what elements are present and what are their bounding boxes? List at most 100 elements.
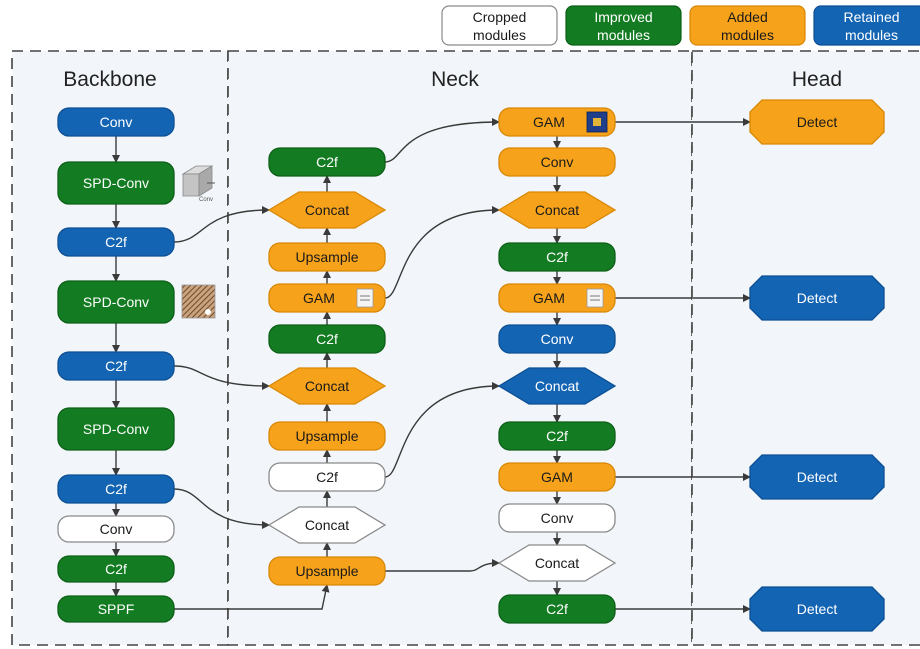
- module-shape: [57, 107, 175, 137]
- node-bb-spd2: SPD-Conv: [57, 280, 175, 324]
- node-nr-c2f2: C2f: [498, 421, 616, 451]
- module-shape: [498, 503, 616, 533]
- legend-label: modules: [597, 27, 650, 43]
- module-shape: [57, 351, 175, 381]
- legend-label: modules: [721, 27, 774, 43]
- node-label: C2f: [316, 469, 338, 485]
- detect-shape: [749, 454, 885, 500]
- conv-cube-icon: Conv: [181, 165, 215, 203]
- node-label: C2f: [105, 234, 127, 250]
- node-nl-gam: GAM: [268, 283, 386, 313]
- node-label: SPPF: [98, 601, 135, 617]
- legend-label: modules: [845, 27, 898, 43]
- concat-shape: [497, 191, 617, 229]
- node-bb-conv2: Conv: [57, 515, 175, 543]
- node-label: C2f: [316, 154, 338, 170]
- node-bb-c2f1: C2f: [57, 227, 175, 257]
- module-shape: [268, 462, 386, 492]
- module-shape: [268, 421, 386, 451]
- node-hd-det4: Detect: [749, 586, 885, 632]
- module-shape: [57, 555, 175, 583]
- concat-shape: [267, 191, 387, 229]
- module-shape: [498, 421, 616, 451]
- module-shape: [498, 147, 616, 177]
- node-label: Conv: [100, 521, 133, 537]
- concat-shape: [267, 367, 387, 405]
- node-nl-c2f-top: C2f: [268, 147, 386, 177]
- node-bb-sppf: SPPF: [57, 595, 175, 623]
- hatched-texture-icon: [181, 284, 216, 319]
- node-nr-gam2: GAM: [498, 283, 616, 313]
- node-label: Conv: [541, 154, 574, 170]
- connection-arrow: [385, 559, 500, 572]
- module-shape: [57, 407, 175, 451]
- node-label: Detect: [797, 601, 838, 617]
- module-shape: [268, 556, 386, 586]
- node-nl-ups2: Upsample: [268, 421, 386, 451]
- detect-shape: [749, 586, 885, 632]
- module-shape: [498, 462, 616, 492]
- node-nr-conv1: Conv: [498, 147, 616, 177]
- node-label: C2f: [105, 358, 127, 374]
- legend-item-added: Added modules: [689, 5, 806, 46]
- node-label: Concat: [305, 517, 349, 533]
- module-shape: [57, 595, 175, 623]
- legend-swatch: [565, 5, 682, 46]
- node-label: Conv: [541, 510, 574, 526]
- node-label: Upsample: [295, 249, 358, 265]
- node-label: Conv: [541, 331, 574, 347]
- node-nl-c2f-mid: C2f: [268, 324, 386, 354]
- module-shape: [57, 161, 175, 205]
- module-shape: [498, 242, 616, 272]
- module-shape: [57, 280, 175, 324]
- module-shape: [498, 594, 616, 624]
- node-label: Concat: [305, 202, 349, 218]
- node-label: GAM: [303, 290, 335, 306]
- node-nl-ups3: Upsample: [268, 556, 386, 586]
- head-panel: [691, 50, 920, 646]
- connection-arrow: [173, 365, 270, 390]
- node-label: GAM: [533, 114, 565, 130]
- node-bb-c2f3: C2f: [57, 474, 175, 504]
- detect-shape: [749, 99, 885, 145]
- node-label: Detect: [797, 469, 838, 485]
- node-label: Conv: [100, 114, 133, 130]
- node-nr-c2f1: C2f: [498, 242, 616, 272]
- attention-map-icon: [586, 288, 604, 308]
- concat-shape: [497, 367, 617, 405]
- node-label: SPD-Conv: [83, 294, 149, 310]
- legend-swatch: [689, 5, 806, 46]
- module-shape: [268, 242, 386, 272]
- node-label: GAM: [533, 290, 565, 306]
- node-label: Upsample: [295, 563, 358, 579]
- connection-arrow: [384, 206, 500, 299]
- node-label: SPD-Conv: [83, 421, 149, 437]
- node-hd-det3: Detect: [749, 454, 885, 500]
- node-label: Detect: [797, 290, 838, 306]
- node-nr-concat2: Concat: [497, 367, 617, 405]
- node-nr-concat1: Concat: [497, 191, 617, 229]
- concat-shape: [267, 506, 387, 544]
- attention-map-icon: [356, 288, 374, 308]
- node-hd-det2: Detect: [749, 275, 885, 321]
- legend-swatch: [813, 5, 920, 46]
- node-bb-spd3: SPD-Conv: [57, 407, 175, 451]
- node-nr-c2f3: C2f: [498, 594, 616, 624]
- module-shape: [498, 107, 616, 137]
- legend: CroppedmodulesImprovedmodulesAddedmodule…: [441, 5, 920, 46]
- connection-arrow: [173, 488, 270, 529]
- module-shape: [498, 324, 616, 354]
- node-label: C2f: [316, 331, 338, 347]
- node-label: C2f: [546, 601, 568, 617]
- node-label: C2f: [546, 249, 568, 265]
- node-label: SPD-Conv: [83, 175, 149, 191]
- detect-shape: [749, 275, 885, 321]
- legend-label: Added: [727, 9, 767, 25]
- concat-shape: [497, 544, 617, 582]
- node-nr-gam3: GAM: [498, 462, 616, 492]
- node-hd-det1: Detect: [749, 99, 885, 145]
- head-title: Head: [792, 68, 842, 91]
- node-nr-conv3: Conv: [498, 503, 616, 533]
